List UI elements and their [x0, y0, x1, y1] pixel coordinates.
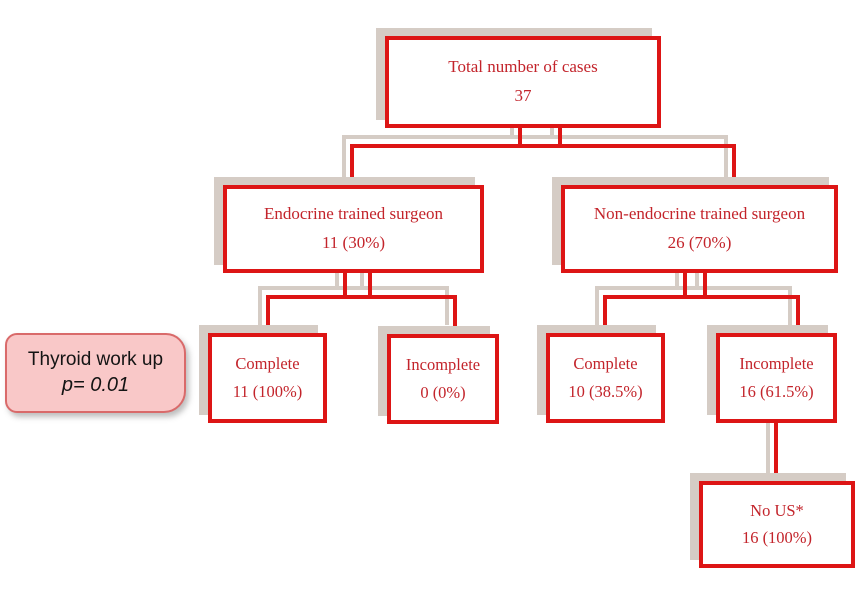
- node-no-ultrasound-value: 16 (100%): [741, 528, 813, 547]
- node-endocrine-incomplete: Incomplete 0 (0%): [387, 334, 499, 424]
- node-no-ultrasound: No US* 16 (100%): [699, 481, 855, 568]
- node-endocrine-surgeon: Endocrine trained surgeon 11 (30%): [223, 185, 484, 273]
- node-non-endocrine-surgeon-value: 26 (70%): [667, 233, 732, 252]
- node-non-endocrine-surgeon: Non-endocrine trained surgeon 26 (70%): [561, 185, 838, 273]
- node-non-endocrine-incomplete-value: 16 (61.5%): [739, 381, 814, 401]
- node-non-endocrine-complete: Complete 10 (38.5%): [546, 333, 665, 423]
- thyroid-workup-callout: Thyroid work up p= 0.01: [5, 333, 186, 413]
- node-endocrine-incomplete-label: Incomplete: [405, 355, 481, 375]
- node-non-endocrine-incomplete: Incomplete 16 (61.5%): [716, 333, 837, 423]
- connector-red-lines: [266, 127, 800, 482]
- node-endocrine-incomplete-value: 0 (0%): [420, 382, 466, 402]
- node-total-cases-label: Total number of cases: [448, 57, 598, 77]
- node-total-cases-value: 37: [514, 86, 532, 105]
- node-non-endocrine-complete-value: 10 (38.5%): [568, 381, 643, 401]
- node-endocrine-complete-value: 11 (100%): [232, 381, 303, 401]
- node-endocrine-surgeon-value: 11 (30%): [321, 233, 386, 252]
- node-endocrine-complete-label: Complete: [235, 354, 300, 374]
- node-non-endocrine-complete-label: Complete: [573, 354, 638, 374]
- node-total-cases: Total number of cases 37: [385, 36, 661, 128]
- node-endocrine-complete: Complete 11 (100%): [208, 333, 327, 423]
- node-non-endocrine-incomplete-label: Incomplete: [739, 354, 814, 374]
- node-no-ultrasound-label: No US*: [750, 500, 804, 520]
- node-endocrine-surgeon-label: Endocrine trained surgeon: [263, 204, 444, 224]
- thyroid-workup-callout-title: Thyroid work up: [27, 349, 164, 370]
- thyroid-workup-p-value: p= 0.01: [61, 374, 130, 396]
- node-non-endocrine-surgeon-label: Non-endocrine trained surgeon: [593, 204, 806, 224]
